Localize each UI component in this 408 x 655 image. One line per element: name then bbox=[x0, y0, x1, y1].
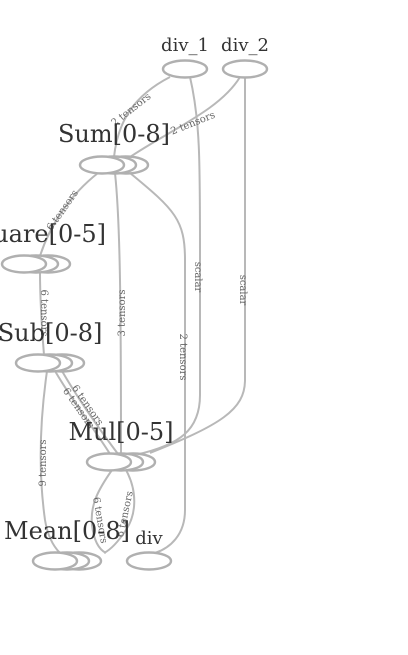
node-div-2-ellipse bbox=[221, 59, 269, 79]
edge-label-sum-mul: 3 tensors bbox=[117, 290, 128, 337]
edge-label-sum-div: 2 tensors bbox=[177, 334, 188, 381]
edge-label-div2-mul: scalar bbox=[237, 275, 248, 306]
node-mul-ellipse-front bbox=[85, 452, 133, 472]
edge-label-div1-mul: scalar bbox=[192, 262, 203, 293]
node-sum-label: Sum[0-8] bbox=[58, 120, 170, 148]
node-div-2[interactable]: div_2 bbox=[221, 35, 269, 79]
node-sub-label: Sub[0-8] bbox=[0, 319, 102, 347]
edge-sum-div bbox=[129, 172, 186, 554]
edge-sub-mean bbox=[39, 370, 61, 554]
node-div-label: div bbox=[135, 528, 163, 549]
node-div-1-label: div_1 bbox=[161, 35, 209, 56]
graph-edges bbox=[39, 76, 246, 554]
node-mean-label: Mean[0-8] bbox=[4, 517, 130, 545]
edge-mul-mean-b bbox=[103, 469, 136, 554]
node-square[interactable]: Square[0-5] bbox=[0, 220, 106, 274]
edge-sum-mul bbox=[114, 172, 122, 455]
node-div[interactable]: div bbox=[125, 528, 173, 571]
graph-nodes: div_1 div_2 Sum[0-8] Square[0-5] Sub[0-8… bbox=[0, 35, 269, 571]
edge-div1-sum bbox=[113, 76, 171, 158]
node-mul[interactable]: Mul[0-5] bbox=[68, 418, 174, 472]
node-sub[interactable]: Sub[0-8] bbox=[0, 319, 102, 373]
node-div-1[interactable]: div_1 bbox=[161, 35, 209, 79]
edge-div1-mul bbox=[134, 76, 201, 456]
edge-label-div2-sum: 2 tensors bbox=[169, 110, 217, 138]
edge-div2-mul bbox=[149, 77, 246, 454]
edge-label-square-sub: 6 tensors bbox=[38, 290, 49, 337]
edge-label-sub-mean: 9 tensors bbox=[38, 440, 49, 487]
node-square-label: Square[0-5] bbox=[0, 220, 106, 248]
node-sub-ellipse-front bbox=[14, 353, 62, 373]
node-mul-label: Mul[0-5] bbox=[68, 418, 173, 446]
node-div-1-ellipse bbox=[161, 59, 209, 79]
node-sum[interactable]: Sum[0-8] bbox=[58, 120, 170, 175]
edge-sum-square bbox=[39, 172, 99, 257]
edge-mul-mean-a bbox=[90, 469, 113, 554]
node-div-2-label: div_2 bbox=[221, 35, 269, 56]
node-div-ellipse bbox=[125, 551, 173, 571]
node-mean[interactable]: Mean[0-8] bbox=[4, 517, 130, 571]
node-mean-ellipse-front bbox=[31, 551, 79, 571]
edge-sub-mul-b bbox=[61, 370, 119, 455]
edge-square-sub bbox=[39, 271, 45, 356]
node-sum-ellipse-front bbox=[78, 155, 126, 175]
edge-div2-sum bbox=[129, 76, 241, 158]
node-square-ellipse-front bbox=[0, 254, 48, 274]
edge-sub-mul-a bbox=[54, 370, 111, 455]
